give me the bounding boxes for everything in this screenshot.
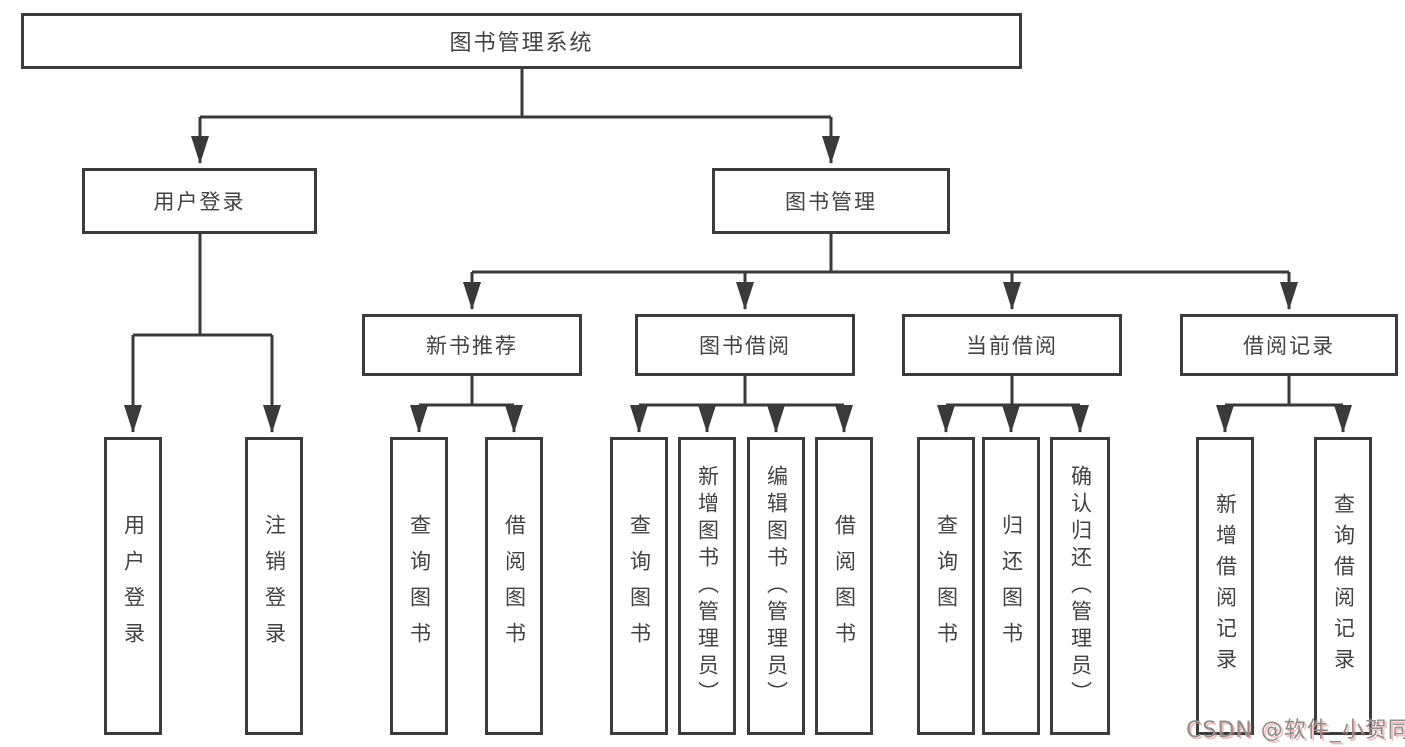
leaf-confirm-return-admin: 确认归还（管理员）: [1050, 437, 1110, 735]
node-label: 编辑图书（管理员）: [764, 464, 789, 708]
node-label: 借阅图书: [502, 514, 527, 658]
node-label: 归还图书: [999, 514, 1024, 658]
node-library-management-system: 图书管理系统: [21, 13, 1022, 69]
leaf-user-login: 用户登录: [104, 437, 162, 735]
leaf-query-borrow-record: 查询借阅记录: [1314, 437, 1372, 735]
leaf-query-books: 查询图书: [610, 437, 668, 735]
leaf-query-books: 查询图书: [390, 437, 448, 735]
node-label: 图书借阅: [699, 334, 791, 358]
node-label: 用户登录: [121, 514, 146, 658]
node-current-borrowing: 当前借阅: [902, 314, 1122, 376]
node-label: 新增图书（管理员）: [695, 464, 720, 708]
node-new-book-recommendation: 新书推荐: [362, 314, 582, 376]
node-label: 查询借阅记录: [1331, 493, 1356, 679]
node-label: 借阅图书: [832, 514, 857, 658]
leaf-borrow-books: 借阅图书: [485, 437, 543, 735]
leaf-edit-books-admin: 编辑图书（管理员）: [747, 437, 805, 735]
node-label: 新书推荐: [426, 334, 518, 358]
node-user-login-branch: 用户登录: [82, 168, 317, 234]
connectors: [124, 69, 1352, 433]
leaf-return-books: 归还图书: [982, 437, 1040, 735]
node-label: 图书管理: [785, 190, 877, 214]
node-label: 当前借阅: [966, 334, 1058, 358]
leaf-borrow-books: 借阅图书: [815, 437, 873, 735]
node-label: 用户登录: [153, 190, 246, 214]
node-borrowing-records: 借阅记录: [1180, 314, 1398, 376]
node-label: 查询图书: [934, 514, 959, 658]
node-label: 查询图书: [407, 514, 432, 658]
node-label: 注销登录: [262, 514, 287, 658]
node-label: 借阅记录: [1243, 334, 1335, 358]
csdn-watermark: CSDN @软件_小贺同学: [1186, 718, 1405, 743]
node-label: 确认归还（管理员）: [1068, 464, 1093, 708]
node-label: 新增借阅记录: [1213, 493, 1238, 679]
node-book-management-branch: 图书管理: [712, 168, 950, 234]
node-label: 查询图书: [627, 514, 652, 658]
leaf-add-books-admin: 新增图书（管理员）: [678, 437, 736, 735]
node-label: 图书管理系统: [449, 31, 594, 56]
leaf-logout: 注销登录: [245, 437, 303, 735]
leaf-add-borrow-record: 新增借阅记录: [1196, 437, 1254, 735]
leaf-query-books: 查询图书: [917, 437, 975, 735]
node-book-borrowing: 图书借阅: [635, 314, 855, 376]
